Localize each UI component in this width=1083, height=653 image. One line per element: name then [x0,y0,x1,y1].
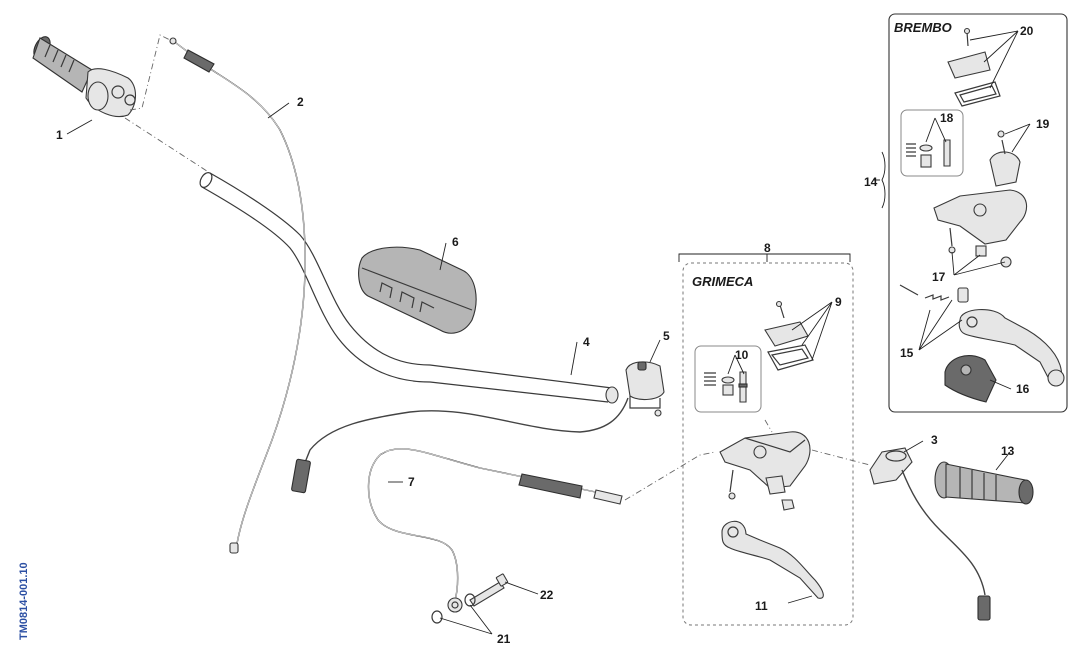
callout-11: 11 [755,599,768,613]
callout-7: 7 [408,475,415,489]
right-grip [934,461,1034,505]
callout-18: 18 [940,111,954,125]
connection-line-grip-bar [124,117,211,174]
callout-9: 9 [835,295,842,309]
callout-1: 1 [56,128,63,142]
leader-lines [66,30,1031,635]
drawing-code: TM0814-001.10 [18,562,30,640]
throttle-grip [32,36,137,117]
callout-3: 3 [931,433,938,447]
callout-20: 20 [1020,24,1034,38]
connection-line-clutch [624,451,716,501]
grimeca-group [682,262,854,626]
callout-2: 2 [297,95,304,109]
banjo-bolt [469,573,509,607]
callout-14: 14 [864,175,878,189]
handlebar [199,172,619,404]
washers [431,593,476,624]
throttle-cable [169,37,306,554]
callout-19: 19 [1036,117,1050,131]
callout-15: 15 [900,346,914,360]
callout-16: 16 [1016,382,1030,396]
callout-17: 17 [932,270,946,284]
handlebar-pad [358,246,477,334]
callout-6: 6 [452,235,459,249]
clutch-cable [367,448,623,613]
callout-22: 22 [540,588,554,602]
callout-10: 10 [735,348,749,362]
group-title-grimeca: GRIMECA [692,274,753,289]
callout-4: 4 [583,335,590,349]
callout-5: 5 [663,329,670,343]
callout-8: 8 [764,241,771,255]
connection-line-right [811,449,871,466]
connection-line-throttle [129,34,171,111]
kill-switch [291,361,665,494]
brembo-group [888,13,1068,413]
callout-21: 21 [497,632,511,646]
brake-light-switch [869,447,991,621]
callout-13: 13 [1001,444,1015,458]
group-title-brembo: BREMBO [894,20,952,35]
